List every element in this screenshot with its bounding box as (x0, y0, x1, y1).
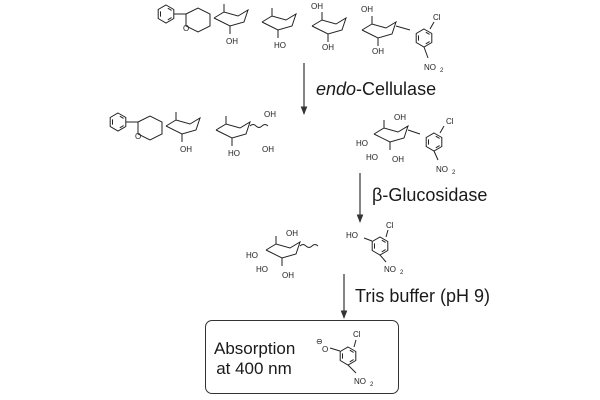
step-label-endo-cellulase: endo-Cellulase (316, 80, 436, 98)
svg-text:OH: OH (322, 43, 334, 52)
svg-text:O: O (322, 345, 328, 354)
svg-text:OH: OH (282, 271, 294, 280)
svg-text:NO: NO (354, 377, 366, 386)
svg-text:OH: OH (311, 2, 323, 11)
svg-text:OH: OH (286, 229, 298, 238)
step-label-beta-glucosidase: β-Glucosidase (372, 185, 488, 205)
svg-text:OH: OH (226, 37, 238, 46)
product-2-disaccharide (109, 111, 269, 147)
svg-text:OH: OH (264, 110, 276, 119)
product-3-nitrophenol (363, 229, 389, 263)
svg-text:OH: OH (361, 5, 373, 14)
svg-text:NO: NO (384, 265, 396, 274)
product-2-labels: O OH OH HO OH OH HO HO OH Cl NO 2 (135, 110, 456, 176)
substrate-labels: O OH OH OH HO OH OH Cl NO 2 (183, 2, 444, 74)
svg-text:HO: HO (356, 139, 368, 148)
svg-text:2: 2 (400, 270, 404, 276)
svg-text:HO: HO (246, 251, 258, 260)
svg-text:2: 2 (370, 382, 374, 388)
svg-text:HO: HO (228, 149, 240, 158)
svg-text:OH: OH (180, 145, 192, 154)
svg-text:HO: HO (256, 265, 268, 274)
product-3-labels: OH HO HO OH HO Cl NO 2 (246, 221, 404, 280)
svg-text:OH: OH (392, 155, 404, 164)
svg-text:Cl: Cl (433, 13, 441, 22)
svg-text:OH: OH (372, 47, 384, 56)
step-label-endo-prefix: endo (316, 79, 357, 99)
svg-text:NO: NO (424, 63, 436, 72)
result-line-1: Absorption (214, 339, 296, 358)
product-3-glucose (265, 235, 319, 267)
svg-text:HO: HO (274, 41, 286, 50)
svg-text:HO: HO (346, 231, 358, 240)
svg-text:⊖: ⊖ (316, 337, 323, 346)
result-label: Absorption at 400 nm (214, 339, 296, 379)
svg-text:2: 2 (440, 68, 444, 74)
result-line-2: at 400 nm (216, 359, 292, 378)
svg-text:OH: OH (394, 113, 406, 122)
svg-text:2: 2 (452, 170, 456, 176)
svg-text:OH: OH (262, 145, 274, 154)
result-box (205, 320, 399, 394)
svg-text:O: O (183, 24, 189, 33)
svg-text:Cl: Cl (353, 330, 361, 339)
phenolate-labels: O ⊖ Cl NO 2 (316, 330, 374, 388)
product-2-glucoside (373, 119, 445, 161)
step-label-tris-buffer: Tris buffer (pH 9) (355, 286, 491, 306)
svg-text:NO: NO (436, 165, 448, 174)
step-label-endo-suffix: -Cellulase (356, 79, 437, 99)
phenolate-molecule (329, 339, 357, 374)
substrate-molecule (157, 3, 435, 59)
svg-text:Cl: Cl (386, 221, 394, 230)
svg-text:O: O (135, 132, 141, 141)
svg-text:HO: HO (366, 153, 378, 162)
svg-text:Cl: Cl (446, 117, 454, 126)
